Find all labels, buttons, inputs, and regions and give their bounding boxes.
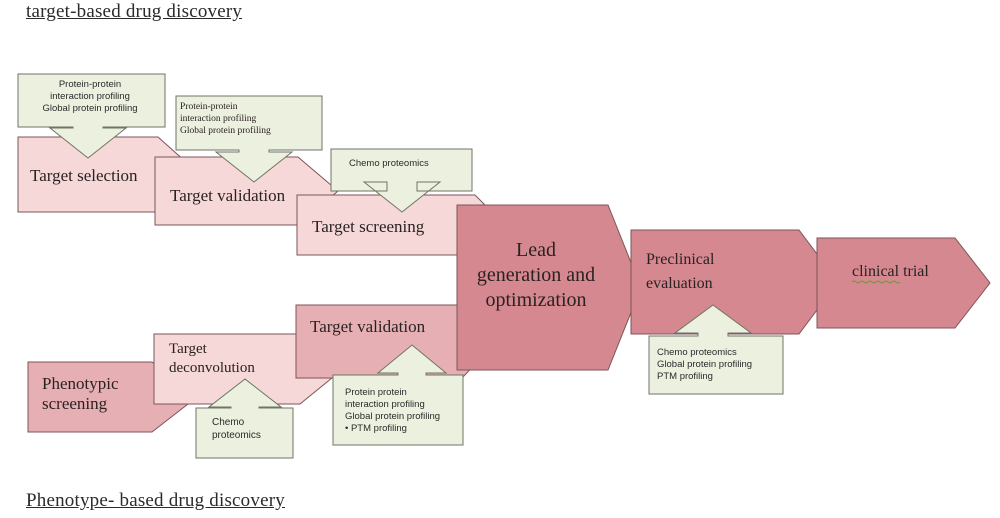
target-validation-note <box>175 95 323 183</box>
spellcheck-underline <box>851 280 901 284</box>
lead-generation-label-line-3: optimization <box>485 289 586 311</box>
target-validation-note-text-line-3: Global protein profiling <box>180 125 271 136</box>
target-selection-note <box>17 73 166 159</box>
target-deconvolution-note-text-line-2: proteomics <box>212 430 261 441</box>
phenotype-target-validation-note <box>332 344 464 446</box>
phenotype-target-validation-note-text-line-1: Protein protein <box>345 387 407 398</box>
phenotypic-screening-label-line-2: screening <box>42 394 108 413</box>
target-screening-label-line-1: Target screening <box>312 217 425 236</box>
phenotype-target-validation-note-text-line-3: Global protein profiling <box>345 411 440 422</box>
target-deconvolution-label-line-2: deconvolution <box>169 360 255 376</box>
phenotype-target-validation-note-text-line-4: • PTM profiling <box>345 423 407 434</box>
preclinical-note <box>648 304 784 395</box>
target-screening-note <box>330 148 473 213</box>
preclinical-note-text-line-1: Chemo proteomics <box>657 347 737 358</box>
phenotype-based-heading: Phenotype- based drug discovery <box>26 490 285 511</box>
target-deconvolution-note-text-line-1: Chemo <box>212 417 245 428</box>
preclinical-note-text-line-3: PTM profiling <box>657 371 713 382</box>
target-selection-note-text-line-3: Global protein profiling <box>42 103 137 114</box>
lead-generation-label-line-1: Lead <box>516 239 556 261</box>
target-deconvolution-note <box>195 378 294 459</box>
target-validation-label-line-1: Target validation <box>170 186 286 205</box>
target-deconvolution-label-line-1: Target <box>169 341 208 357</box>
preclinical-evaluation-label-line-2: evaluation <box>646 275 713 292</box>
target-screening-note-text-line-1: Chemo proteomics <box>349 158 429 169</box>
preclinical-note-text-line-2: Global protein profiling <box>657 359 752 370</box>
phenotypic-screening-label-line-1: Phenotypic <box>42 374 119 393</box>
lead-generation-label-line-2: generation and <box>477 264 595 286</box>
target-selection-label-line-1: Target selection <box>30 166 138 185</box>
clinical-trial-arrow <box>816 237 991 329</box>
target-validation-note-text-line-1: Protein-protein <box>180 102 238 112</box>
target-selection-note-text-line-1: Protein-protein <box>59 79 121 90</box>
phenotype-target-validation-label-line-1: Target validation <box>310 317 426 336</box>
target-based-heading: target-based drug discovery <box>26 1 243 22</box>
preclinical-evaluation-label-line-1: Preclinical <box>646 251 715 268</box>
target-validation-note-text-line-2: interaction profiling <box>180 113 256 124</box>
target-selection-note-text-line-2: interaction profiling <box>50 91 130 102</box>
lead-generation-arrow <box>456 204 642 371</box>
clinical-trial-label-line-1: clinical trial <box>852 263 929 280</box>
phenotype-target-validation-note-text-line-2: interaction profiling <box>345 399 425 410</box>
